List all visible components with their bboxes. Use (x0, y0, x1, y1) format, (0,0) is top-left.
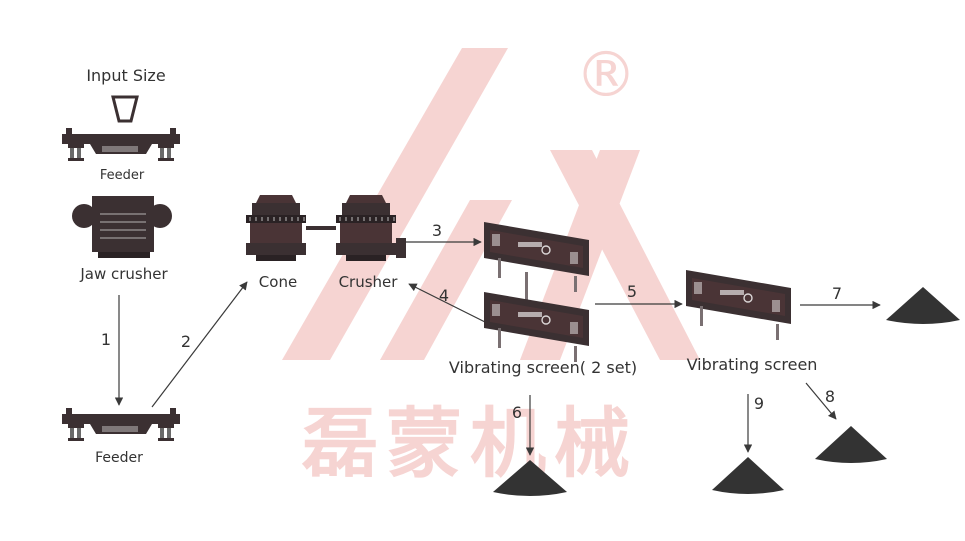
jaw-crusher-icon (72, 196, 172, 258)
crusher-outlet (396, 238, 406, 258)
input-size-label: Input Size (86, 66, 165, 85)
flow-arrow-2 (151, 281, 248, 408)
flow-label-7: 7 (832, 284, 842, 303)
flow-label-9: 9 (754, 394, 764, 413)
vibrating-screen-icon-single (685, 269, 792, 341)
flow-label-4: 4 (439, 286, 449, 305)
stockpile-icon-9 (712, 457, 784, 494)
flow-arrow-4 (408, 283, 486, 323)
feeder-top-label: Feeder (100, 168, 145, 183)
feeder-bottom-label: Feeder (95, 450, 143, 466)
flow-label-2: 2 (181, 332, 191, 351)
crusher-connector (306, 226, 336, 230)
jaw-crusher-label: Jaw crusher (79, 265, 168, 283)
stockpile-icon-7 (886, 287, 960, 324)
cone-crusher-icon-2 (336, 195, 396, 261)
flow-label-6: 6 (512, 403, 522, 422)
stockpile-icon-8 (815, 426, 887, 463)
stockpile-icon-6 (493, 460, 567, 496)
feeder-bottom-icon (62, 408, 180, 441)
vibrating-screen-label: Vibrating screen (687, 355, 818, 374)
flow-label-3: 3 (432, 221, 442, 240)
flow-label-5: 5 (627, 282, 637, 301)
watermark-company-name: 磊蒙机械 (301, 399, 638, 488)
flow-label-1: 1 (101, 330, 111, 349)
flow-label-8: 8 (825, 387, 835, 406)
crusher-label: Crusher (339, 273, 399, 291)
registered-mark: ® (575, 38, 637, 111)
flow-arrow-8 (805, 382, 837, 420)
cone-label: Cone (259, 273, 297, 291)
hopper-icon (111, 95, 139, 123)
feeder-top-icon (62, 128, 180, 161)
screen-link (525, 272, 528, 302)
cone-crusher-icon-1 (246, 195, 306, 261)
vibrating-screen-2set-label: Vibrating screen( 2 set) (449, 358, 637, 377)
